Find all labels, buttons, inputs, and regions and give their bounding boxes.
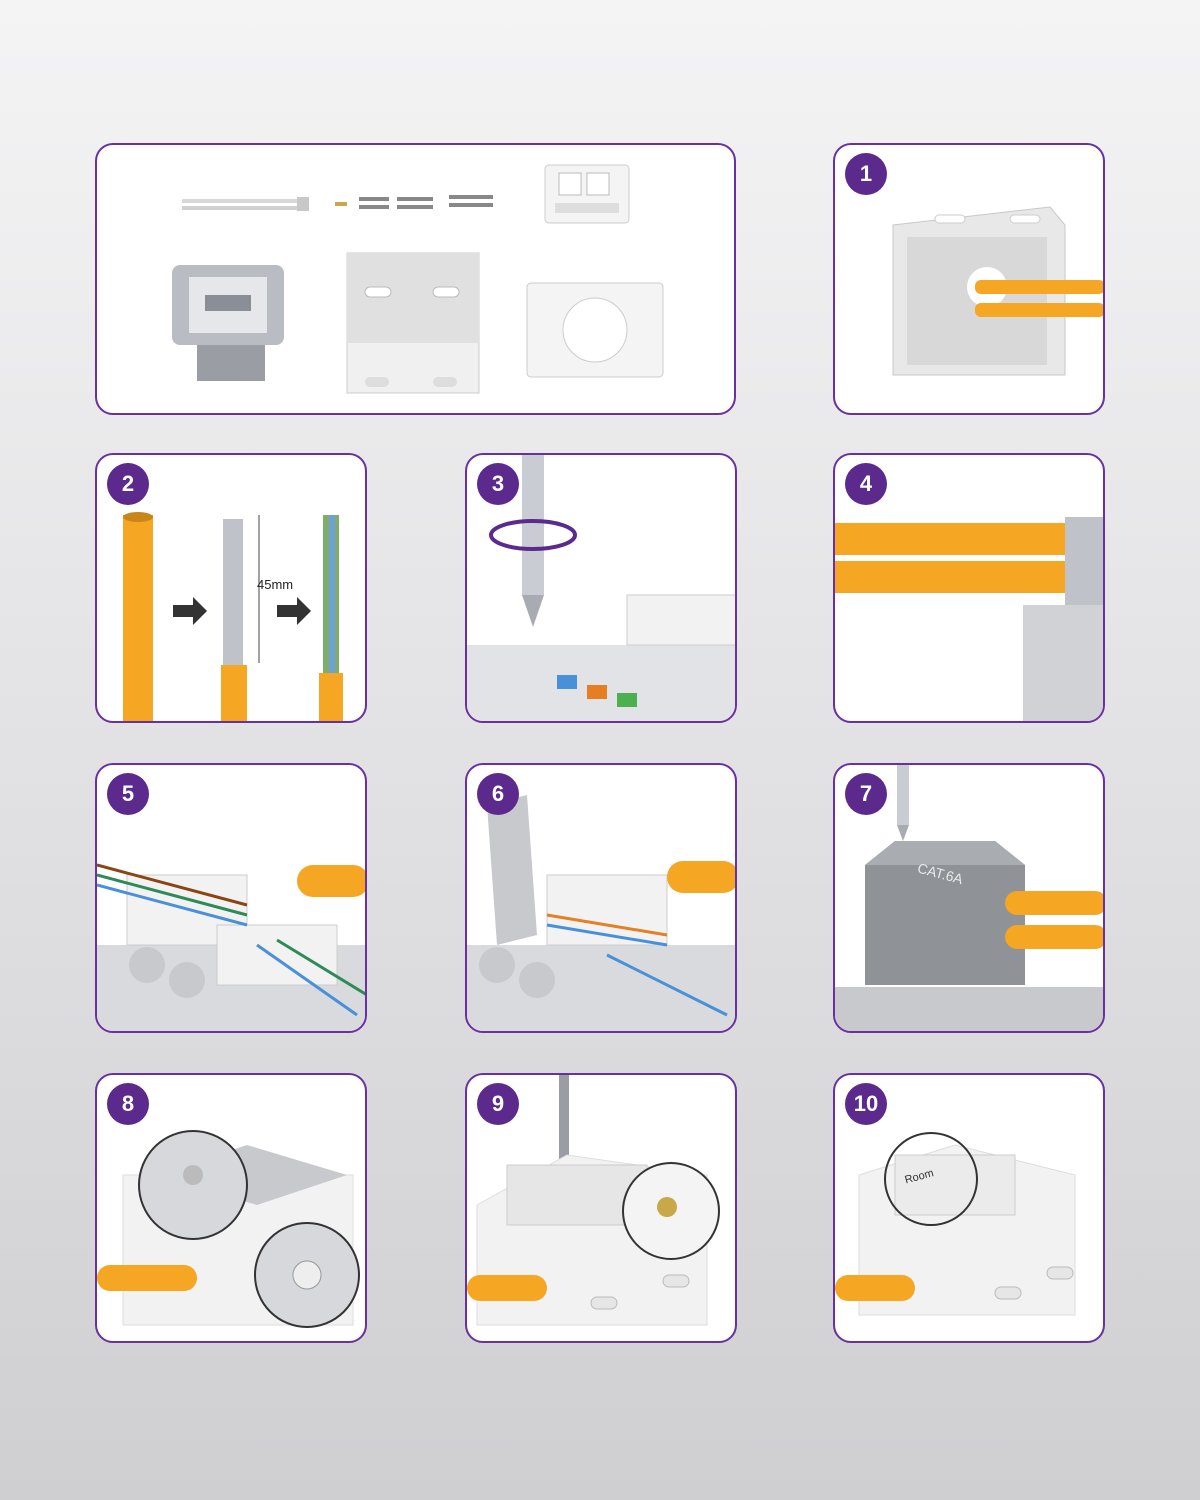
step-number-badge: 7	[845, 773, 887, 815]
screwdriver-icon	[522, 455, 544, 627]
step-number-badge: 8	[107, 1083, 149, 1125]
step-1-panel: 1	[833, 143, 1105, 415]
strip-length-label: 45mm	[257, 577, 293, 592]
step-10-panel: 10 Room	[833, 1073, 1105, 1343]
step-9-panel: 9	[465, 1073, 737, 1343]
step-8-panel: 8	[95, 1073, 367, 1343]
step-number-badge: 2	[107, 463, 149, 505]
arrow-right-icon	[277, 597, 311, 625]
step-number-badge: 6	[477, 773, 519, 815]
step-6-panel: 6	[465, 763, 737, 1033]
step-number-badge: 3	[477, 463, 519, 505]
step-2-panel: 2 45mm	[95, 453, 367, 723]
step-3-panel: 3	[465, 453, 737, 723]
step-number-badge: 10	[845, 1083, 887, 1125]
step-5-panel: 5	[95, 763, 367, 1033]
step-number-badge: 4	[845, 463, 887, 505]
step-number-badge: 1	[845, 153, 887, 195]
parts-overview-panel	[95, 143, 736, 415]
faceplate-icon	[545, 165, 629, 223]
surface-box-icon	[347, 253, 479, 393]
keystone-module-icon	[172, 265, 284, 381]
parts-illustration	[97, 145, 736, 415]
step-number-badge: 5	[107, 773, 149, 815]
screwdriver-icon	[897, 765, 909, 841]
screw-icon	[335, 195, 493, 209]
step-number-badge: 9	[477, 1083, 519, 1125]
arrow-right-icon	[173, 597, 207, 625]
step-4-panel: 4	[833, 453, 1105, 723]
cable-tie-icon	[182, 197, 309, 211]
step-7-panel: 7 CAT.6A	[833, 763, 1105, 1033]
frame-icon	[527, 283, 663, 377]
